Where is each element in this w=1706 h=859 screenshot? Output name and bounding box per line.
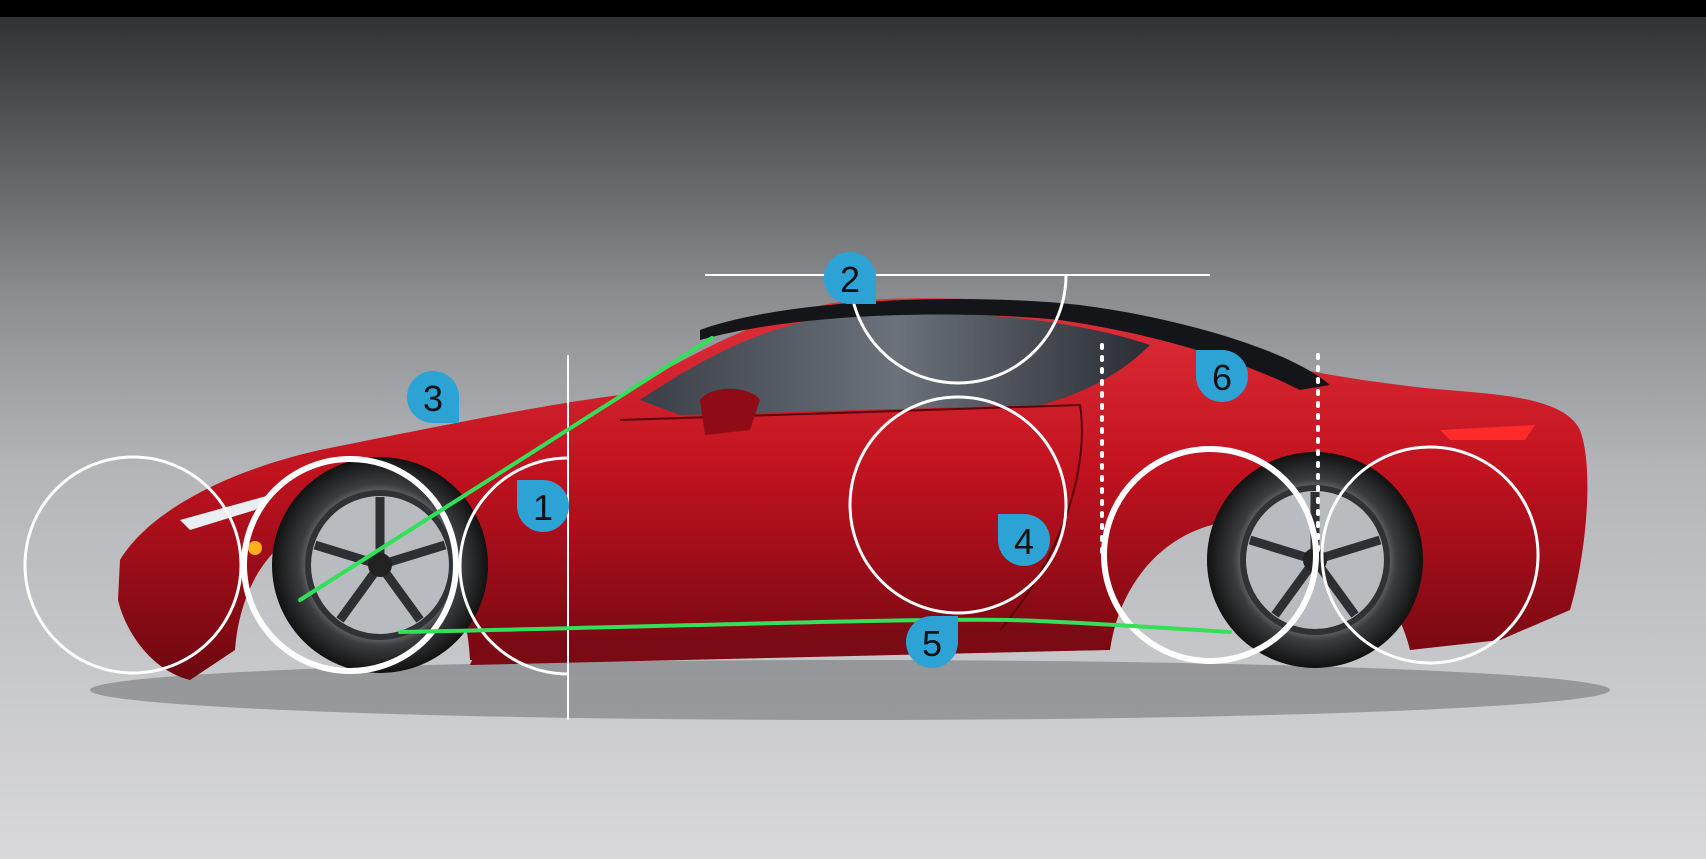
guide-half-circle-roof — [848, 274, 1068, 385]
marker-4: 4 — [998, 514, 1050, 566]
door-line — [619, 403, 1083, 631]
green-diagonal-line — [298, 336, 714, 602]
car-roof — [700, 298, 1330, 390]
side-mirror — [700, 388, 760, 435]
headlight — [180, 495, 270, 530]
svg-text:2: 2 — [840, 259, 860, 300]
white-guides — [23, 274, 1540, 720]
guide-circle-front-wheel — [241, 456, 459, 674]
guide-circle-rear-wheel — [1101, 446, 1319, 664]
marker-2: 2 — [824, 252, 876, 304]
svg-text:6: 6 — [1212, 357, 1232, 398]
svg-text:1: 1 — [533, 487, 553, 528]
marker-5: 5 — [906, 616, 958, 668]
marker-6: 6 — [1196, 350, 1248, 402]
guide-half-circle-front-arch — [458, 456, 569, 676]
front-indicator — [248, 541, 262, 555]
guide-circle-door — [848, 395, 1068, 615]
guide-circle-rear-overhang — [1320, 445, 1540, 665]
top-black-bar — [0, 0, 1706, 17]
front-wheel — [272, 457, 488, 673]
marker-3: 3 — [407, 371, 459, 423]
marker-1: 1 — [517, 480, 569, 532]
svg-text:3: 3 — [423, 378, 443, 419]
svg-text:4: 4 — [1014, 521, 1034, 562]
taillight — [1440, 425, 1535, 440]
svg-text:5: 5 — [922, 623, 942, 664]
ground-shadow — [90, 660, 1610, 720]
